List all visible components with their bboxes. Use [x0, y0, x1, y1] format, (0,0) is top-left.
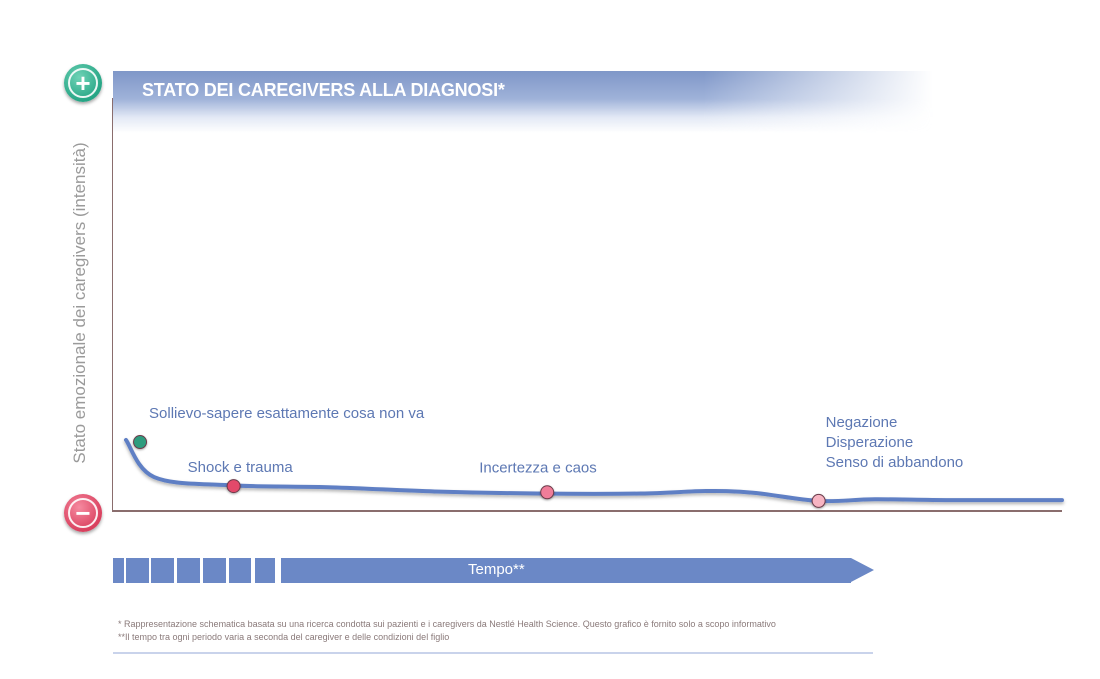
marker-point-0	[133, 435, 148, 450]
time-tick-block	[203, 558, 226, 583]
y-axis-line	[112, 98, 113, 512]
time-tick-block	[255, 558, 275, 583]
plus-symbol: +	[68, 68, 98, 98]
minus-icon: −	[64, 494, 102, 532]
marker-label-0: Sollievo-sapere esattamente cosa non va	[149, 405, 425, 422]
time-tick-block	[126, 558, 149, 583]
footer-divider	[113, 652, 873, 654]
marker-point-3	[811, 493, 826, 508]
footnote: **Il tempo tra ogni periodo varia a seco…	[118, 632, 450, 642]
title-band	[113, 71, 933, 133]
minus-symbol: −	[68, 498, 98, 528]
marker-label-1: Shock e trauma	[188, 459, 294, 476]
marker-label-2: Incertezza e caos	[479, 459, 597, 476]
x-axis-line	[112, 510, 1062, 512]
marker-label-3: Senso di abbandono	[826, 454, 964, 471]
time-arrow-head	[851, 558, 874, 582]
time-tick-block	[151, 558, 174, 583]
time-tick-block	[177, 558, 200, 583]
footnote: * Rappresentazione schematica basata su …	[118, 619, 776, 629]
marker-label-3: Disperazione	[826, 434, 914, 451]
chart-title: STATO DEI CAREGIVERS ALLA DIAGNOSI*	[142, 80, 505, 100]
marker-label-3: Negazione	[826, 414, 898, 431]
time-tick-block	[229, 558, 251, 583]
time-arrow-bar	[281, 558, 851, 583]
plus-icon: +	[64, 64, 102, 102]
x-axis-label: Tempo**	[468, 561, 525, 578]
marker-point-1	[226, 479, 241, 494]
marker-point-2	[540, 485, 555, 500]
time-tick-block	[113, 558, 124, 583]
